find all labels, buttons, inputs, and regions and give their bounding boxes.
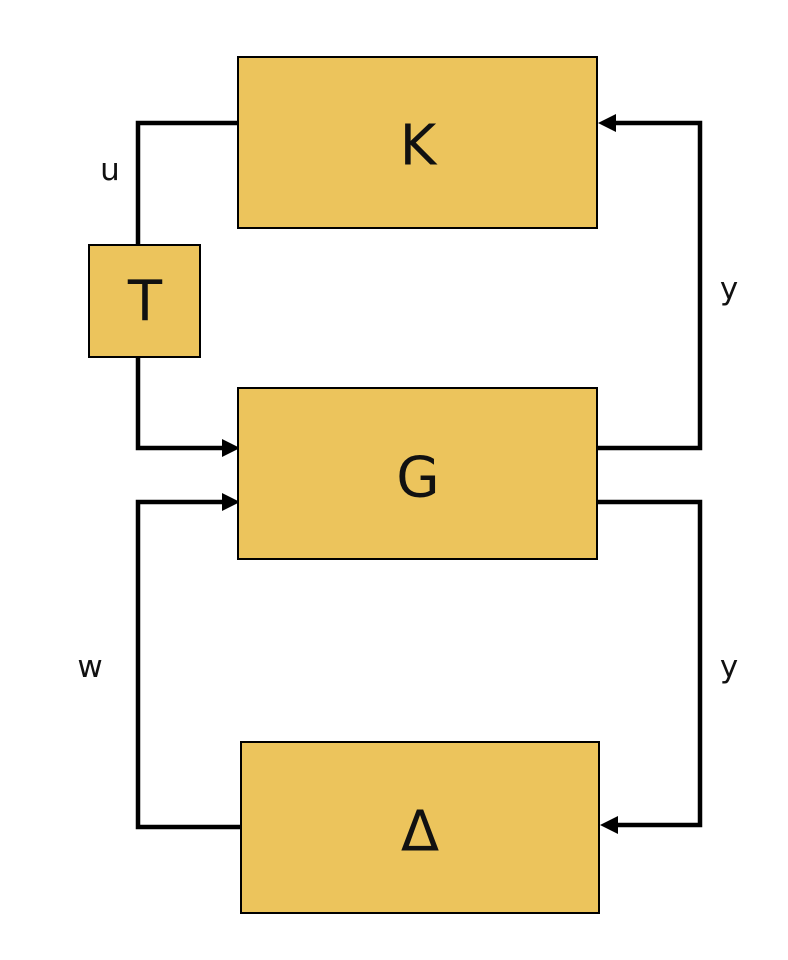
- wires: [135, 114, 703, 834]
- block-uncertainty-label: Δ: [401, 800, 439, 865]
- block-controller-label: K: [400, 114, 438, 179]
- signal-label-u: u: [100, 152, 120, 188]
- wire-t-to-g: [135, 356, 224, 451]
- block-plant: G: [237, 387, 598, 560]
- arrowhead-delta-input: [600, 816, 618, 834]
- block-transform-label: T: [127, 270, 163, 335]
- arrowhead-g-upper-input: [222, 439, 240, 457]
- wire-k-to-t: [135, 120, 238, 246]
- wire-delta-to-g: [135, 499, 241, 830]
- block-controller-box: [237, 56, 598, 229]
- signal-label-w: w: [77, 649, 102, 685]
- block-transform: T: [88, 244, 201, 358]
- block-uncertainty-box: [240, 741, 600, 914]
- block-controller: K: [237, 56, 598, 229]
- block-plant-label: G: [396, 446, 439, 511]
- wire-g-to-delta: [597, 499, 703, 828]
- arrowhead-g-lower-input: [222, 493, 240, 511]
- arrowhead-k-input: [598, 114, 616, 132]
- wire-g-to-k: [597, 120, 703, 451]
- signal-label-y-lower: y: [720, 649, 738, 685]
- block-transform-box: [88, 244, 201, 358]
- signal-label-y-upper: y: [720, 271, 738, 307]
- block-plant-box: [237, 387, 598, 560]
- block-uncertainty: Δ: [240, 741, 600, 914]
